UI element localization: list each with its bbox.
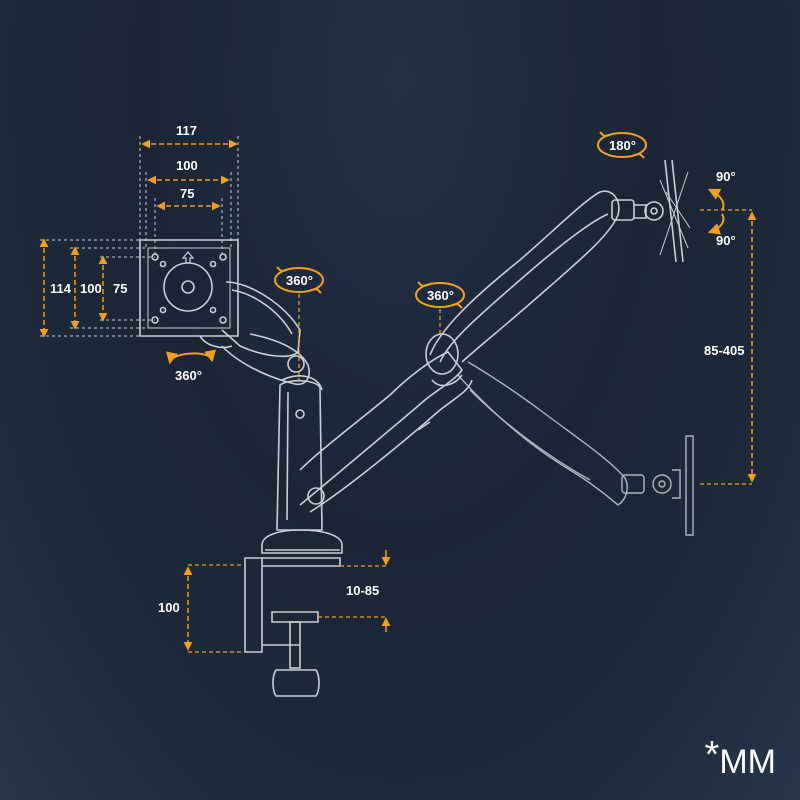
rotation-360-badge-right bbox=[415, 281, 465, 335]
tilt-down-label: 90° bbox=[716, 233, 736, 248]
pole bbox=[261, 375, 343, 554]
tilt-arcs bbox=[707, 188, 725, 235]
vesa-plate bbox=[139, 239, 239, 349]
rotation-180-badge bbox=[597, 131, 647, 159]
unit-star: * bbox=[704, 734, 720, 776]
arm-lower-extended bbox=[299, 351, 473, 513]
vesa-height-mid-label: 100 bbox=[80, 281, 102, 296]
vesa-extension-lines bbox=[40, 136, 239, 337]
head-rotation-label: 180° bbox=[609, 138, 636, 153]
clamp-height-label: 100 bbox=[158, 600, 180, 615]
vesa-width-dimensions bbox=[141, 139, 238, 211]
clamp-dimensions bbox=[183, 550, 391, 653]
arm-lower-dropped bbox=[457, 361, 694, 536]
vesa-width-outer-label: 117 bbox=[176, 123, 197, 138]
desk-thickness-label: 10-85 bbox=[346, 583, 380, 598]
rotation-left-label: 360° bbox=[286, 273, 313, 288]
height-range-label: 85-405 bbox=[704, 343, 745, 358]
vesa-width-mid-label: 100 bbox=[176, 158, 198, 173]
rotation-right-label: 360° bbox=[427, 288, 454, 303]
vesa-height-outer-label: 114 bbox=[50, 281, 71, 296]
rotation-360-badge-vesa bbox=[166, 349, 216, 365]
vesa-swivel-label: 360° bbox=[175, 368, 202, 383]
head-upper bbox=[611, 159, 691, 263]
height-range-dimension bbox=[700, 209, 757, 485]
arm-left-folded bbox=[221, 281, 310, 386]
tilt-up-label: 90° bbox=[716, 169, 736, 184]
unit-text: MM bbox=[719, 743, 776, 781]
unit-label: *MM bbox=[705, 734, 776, 782]
vesa-height-inner-label: 75 bbox=[113, 281, 128, 296]
clamp bbox=[244, 557, 341, 697]
vesa-width-inner-label: 75 bbox=[180, 186, 195, 201]
rotation-360-badge-left bbox=[274, 266, 324, 380]
arm-upper-raised bbox=[425, 190, 620, 387]
vesa-height-dimensions bbox=[39, 238, 108, 338]
